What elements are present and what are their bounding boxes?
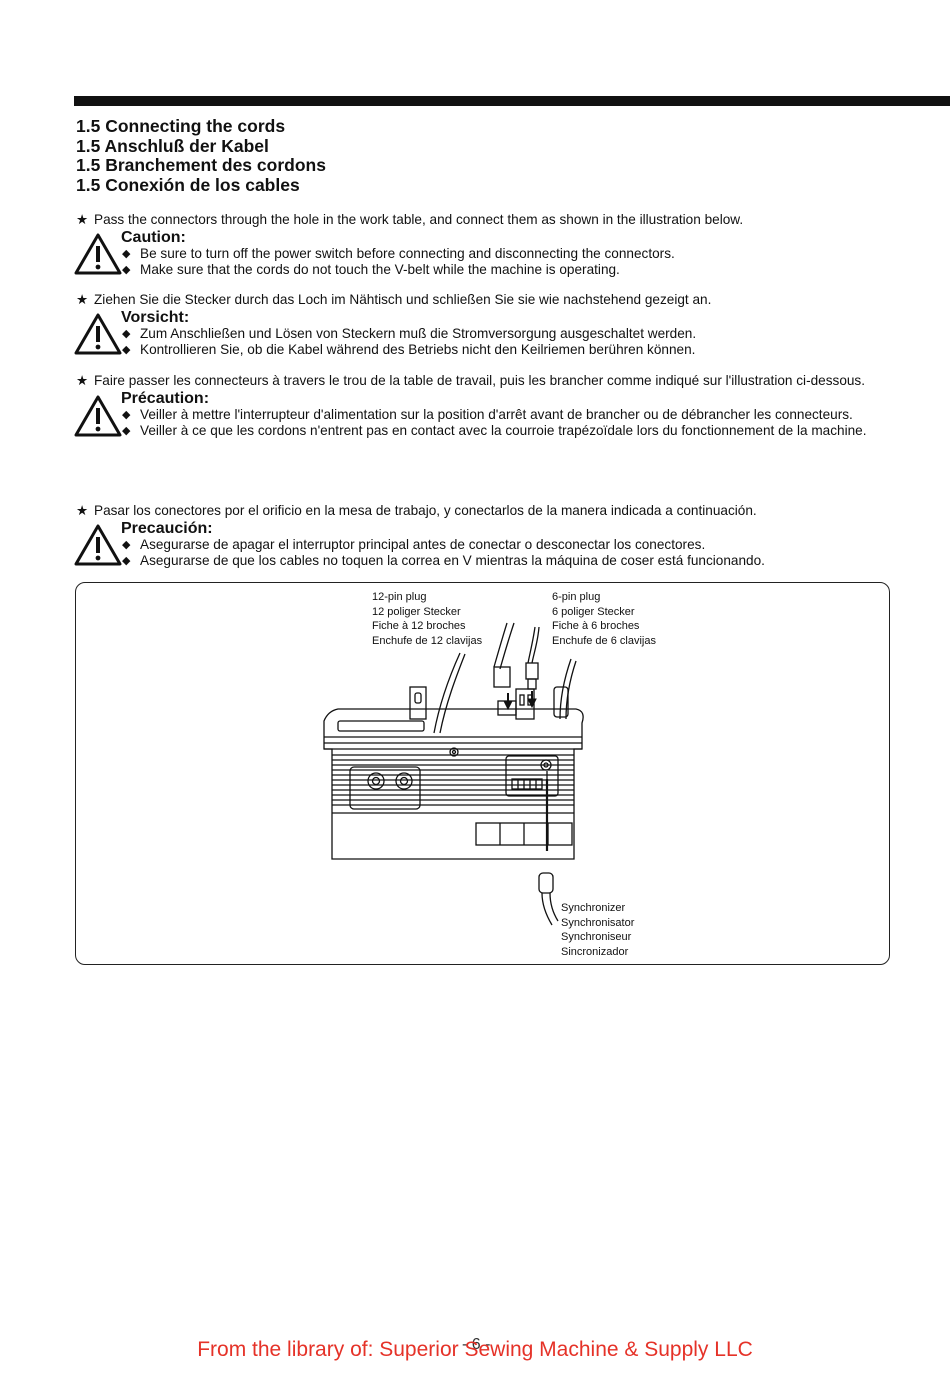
diamond-bullet-icon: ◆	[122, 264, 131, 276]
bullet-item: ◆ Zum Anschließen und Lösen von Steckern …	[122, 326, 894, 342]
plug12-label: 12-pin plug 12 poliger Stecker Fiche à 1…	[372, 590, 482, 648]
caution-block-de: Vorsicht: ◆ Zum Anschließen und Lösen von…	[74, 309, 894, 358]
label-line: Synchronisator	[561, 916, 635, 929]
intro-fr: ★ Faire passer les connecteurs à travers…	[76, 373, 894, 389]
diamond-bullet-icon: ◆	[122, 555, 131, 567]
warning-triangle-icon	[74, 313, 122, 355]
intro-de: ★ Ziehen Sie die Stecker durch das Loch …	[76, 292, 894, 308]
bullet-text: Asegurarse de apagar el interruptor prin…	[140, 537, 706, 552]
bullet-text: Veiller à mettre l'interrupteur d'alimen…	[140, 407, 853, 422]
label-line: Synchroniseur	[561, 931, 632, 944]
diamond-bullet-icon: ◆	[122, 248, 131, 260]
label-line: Enchufe de 12 clavijas	[372, 634, 483, 647]
intro-text: Pasar los conectores por el orificio en …	[94, 503, 757, 518]
bullet-text: Kontrollieren Sie, ob die Kabel während …	[140, 342, 696, 357]
intro-en: ★ Pass the connectors through the hole i…	[76, 212, 894, 228]
section-fr: ★ Faire passer les connecteurs à travers…	[74, 373, 894, 439]
caution-title: Caution:	[121, 229, 186, 246]
intro-text: Pass the connectors through the hole in …	[94, 212, 744, 227]
label-line: Fiche à 6 broches	[552, 620, 640, 633]
control-box-drawing	[323, 622, 584, 926]
diamond-bullet-icon: ◆	[122, 409, 131, 421]
caution-block-es: Precaución: ◆ Asegurarse de apagar el int…	[74, 520, 894, 569]
section-es: ★ Pasar los conectores por el orificio e…	[74, 503, 894, 569]
diamond-bullet-icon: ◆	[122, 425, 131, 437]
bullet-text: Asegurarse de que los cables no toquen l…	[140, 553, 765, 568]
diamond-bullet-icon: ◆	[122, 539, 131, 551]
warning-triangle-icon	[74, 233, 122, 275]
label-line: 6 poliger Stecker	[552, 605, 635, 618]
label-line: Synchronizer	[561, 902, 626, 914]
diamond-bullet-icon: ◆	[122, 328, 131, 340]
star-icon: ★	[76, 503, 89, 518]
heading-fr: 1.5 Branchement des cordons	[76, 155, 326, 176]
page-number: - 6 -	[462, 1336, 491, 1353]
label-line: 12-pin plug	[372, 591, 427, 603]
bullet-text: Veiller à ce que les cordons n'entrent p…	[140, 423, 867, 438]
bullet-text: Make sure that the cords do not touch th…	[140, 262, 620, 277]
library-footer: From the library of: Superior Sewing Mac…	[197, 1338, 753, 1361]
label-line: Sincronizador	[561, 945, 629, 958]
intro-es: ★ Pasar los conectores por el orificio e…	[76, 503, 894, 519]
bullet-item: ◆ Asegurarse de apagar el interruptor pri…	[122, 537, 894, 553]
diamond-bullet-icon: ◆	[122, 344, 131, 356]
bullet-item: ◆ Veiller à mettre l'interrupteur d'alime…	[122, 407, 894, 423]
bullet-item: ◆ Kontrollieren Sie, ob die Kabel während…	[122, 342, 894, 358]
heading-es: 1.5 Conexión de los cables	[76, 174, 300, 195]
heading-en: 1.5 Connecting the cords	[76, 116, 286, 136]
bullet-item: ◆ Be sure to turn off the power switch be…	[122, 246, 894, 262]
heading-de: 1.5 Anschluß der Kabel	[76, 135, 269, 156]
top-rule	[74, 96, 950, 106]
bullet-item: ◆ Make sure that the cords do not touch t…	[122, 262, 894, 278]
star-icon: ★	[76, 373, 89, 388]
bullet-text: Zum Anschließen und Lösen von Steckern m…	[140, 326, 697, 341]
caution-block-fr: Précaution: ◆ Veiller à mettre l'interrup…	[74, 390, 894, 439]
label-line: 12 poliger Stecker	[372, 605, 461, 618]
caution-title: Precaución:	[121, 520, 213, 537]
bullet-text: Be sure to turn off the power switch bef…	[140, 246, 675, 261]
synchronizer-label: Synchronizer Synchronisator Synchroniseu…	[561, 901, 634, 959]
section-en: ★ Pass the connectors through the hole i…	[74, 212, 894, 278]
warning-triangle-icon	[74, 395, 122, 437]
bullet-item: ◆ Veiller à ce que les cordons n'entrent …	[122, 423, 894, 439]
section-headings: 1.5 Connecting the cords 1.5 Anschluß de…	[76, 116, 326, 195]
label-line: Enchufe de 6 clavijas	[552, 634, 656, 647]
intro-text: Faire passer les connecteurs à travers l…	[94, 373, 866, 388]
star-icon: ★	[76, 212, 89, 227]
label-line: 6-pin plug	[552, 591, 601, 603]
caution-block-en: Caution: ◆ Be sure to turn off the power …	[74, 229, 894, 278]
caution-title: Vorsicht:	[121, 309, 190, 326]
label-line: Fiche à 12 broches	[372, 620, 466, 633]
star-icon: ★	[76, 292, 89, 307]
connection-illustration: 12-pin plug 12 poliger Stecker Fiche à 1…	[75, 582, 890, 965]
plug6-label: 6-pin plug 6 poliger Stecker Fiche à 6 b…	[552, 590, 656, 648]
intro-text: Ziehen Sie die Stecker durch das Loch im…	[94, 292, 712, 307]
bullet-item: ◆ Asegurarse de que los cables no toquen …	[122, 553, 894, 569]
caution-title: Précaution:	[121, 390, 210, 407]
section-de: ★ Ziehen Sie die Stecker durch das Loch …	[74, 292, 894, 358]
warning-triangle-icon	[74, 524, 122, 566]
